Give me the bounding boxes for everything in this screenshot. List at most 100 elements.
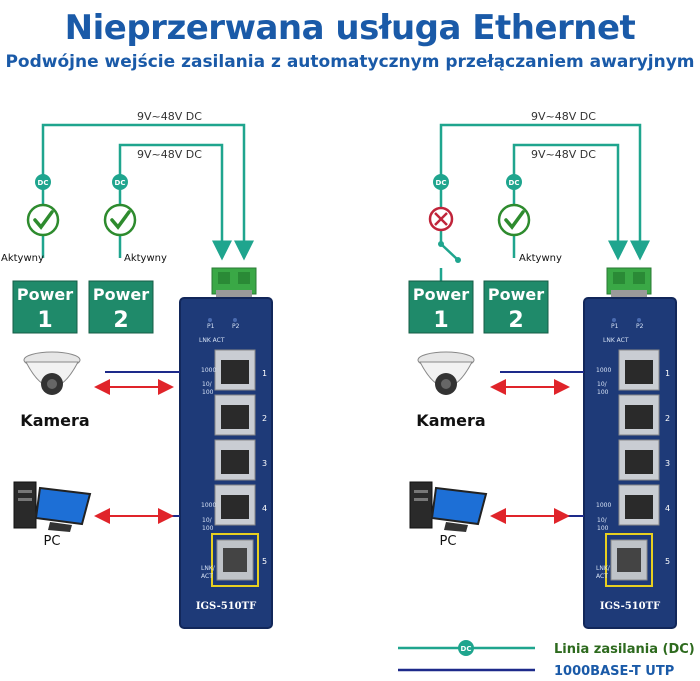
- svg-text:10/: 10/: [202, 517, 213, 524]
- svg-text:DC: DC: [436, 179, 447, 187]
- svg-text:DC: DC: [115, 179, 126, 187]
- svg-text:3: 3: [665, 459, 670, 468]
- svg-text:ACT: ACT: [201, 573, 213, 580]
- check-icon: [497, 203, 531, 237]
- switch-model-label: IGS-510TF: [196, 601, 256, 612]
- svg-text:DC: DC: [509, 179, 520, 187]
- svg-text:LNK ACT: LNK ACT: [199, 337, 225, 344]
- status-active-label: Aktywny: [1, 253, 44, 264]
- svg-text:1: 1: [665, 369, 670, 378]
- pc-icon: [13, 481, 92, 532]
- svg-text:100: 100: [202, 525, 214, 532]
- svg-text:1000: 1000: [596, 367, 611, 374]
- rj45-port-1: 1 1000: [201, 349, 267, 391]
- rj45-port-2: 2 10/ 100: [597, 381, 670, 436]
- svg-text:P2: P2: [232, 323, 240, 330]
- svg-text:P2: P2: [636, 323, 644, 330]
- dc-tag-icon: DC: [458, 640, 474, 656]
- svg-text:ACT: ACT: [596, 573, 608, 580]
- check-icon: [103, 203, 137, 237]
- switch-model-label: IGS-510TF: [600, 601, 660, 612]
- sfp-port-5: 5 LNK/ ACT: [201, 533, 267, 587]
- svg-text:4: 4: [262, 504, 267, 513]
- pc-label: PC: [44, 534, 61, 549]
- svg-text:LNK ACT: LNK ACT: [603, 337, 629, 344]
- rj45-port-1: 1 1000: [596, 349, 670, 391]
- svg-text:P1: P1: [611, 323, 619, 330]
- pc-icon: [409, 481, 488, 532]
- rj45-port-3: 3: [618, 439, 670, 481]
- page-title: Nieprzerwana usługa Ethernet: [64, 8, 636, 48]
- camera-label: Kamera: [20, 411, 89, 430]
- voltage-label-2: 9V~48V DC: [137, 148, 202, 161]
- power-line-2: [512, 143, 628, 261]
- check-icon: [26, 203, 60, 237]
- power-supply-2: Power 2: [483, 280, 549, 334]
- switch-device: P1 P2 LNK ACT 1 1000 2 10/ 100: [179, 297, 273, 629]
- svg-text:Power: Power: [17, 285, 73, 304]
- svg-text:100: 100: [202, 389, 214, 396]
- svg-text:1: 1: [262, 369, 267, 378]
- power-supply-1: Power 1: [408, 280, 474, 334]
- legend: DC Linia zasilania (DC) 1000BASE-T UTP: [398, 640, 695, 679]
- svg-text:1: 1: [433, 308, 448, 333]
- power-supply-1: Power 1: [12, 280, 78, 334]
- pc-label: PC: [440, 534, 457, 549]
- power-terminal-block: [606, 267, 652, 298]
- svg-text:10/: 10/: [597, 517, 608, 524]
- svg-text:P1: P1: [207, 323, 215, 330]
- svg-text:1000: 1000: [201, 367, 216, 374]
- scenario-dual-power-active: 9V~48V DC 9V~48V DC DC DC Aktywny Aktywn…: [1, 110, 273, 629]
- power-terminal-block: [211, 267, 257, 298]
- power-switch-open: [440, 243, 459, 261]
- svg-text:1000: 1000: [201, 502, 216, 509]
- fail-x-icon: [428, 206, 454, 232]
- voltage-label-2: 9V~48V DC: [531, 148, 596, 161]
- svg-text:Power: Power: [93, 285, 149, 304]
- camera-icon: [417, 351, 475, 395]
- dc-tag-icon: DC: [112, 174, 128, 190]
- sfp-port-5: 5 LNK/ ACT: [596, 533, 670, 587]
- page-subtitle: Podwójne wejście zasilania z automatyczn…: [5, 52, 695, 72]
- svg-text:DC: DC: [461, 645, 472, 653]
- svg-text:3: 3: [262, 459, 267, 468]
- rj45-port-2: 2 10/ 100: [202, 381, 267, 436]
- svg-text:5: 5: [262, 557, 267, 566]
- dc-tag-icon: DC: [506, 174, 522, 190]
- switch-device: P1 P2 LNK ACT 1 1000 2 10/ 100 3: [583, 297, 677, 629]
- power-line-2: [118, 143, 232, 261]
- svg-text:10/: 10/: [202, 381, 213, 388]
- svg-text:100: 100: [597, 389, 609, 396]
- svg-text:DC: DC: [38, 179, 49, 187]
- svg-text:1000: 1000: [596, 502, 611, 509]
- svg-text:Power: Power: [488, 285, 544, 304]
- svg-text:2: 2: [262, 414, 267, 423]
- rj45-port-3: 3: [214, 439, 267, 481]
- dc-tag-icon: DC: [35, 174, 51, 190]
- svg-text:2: 2: [113, 308, 128, 333]
- svg-text:2: 2: [665, 414, 670, 423]
- status-active-label: Aktywny: [519, 253, 562, 264]
- voltage-label-1: 9V~48V DC: [531, 110, 596, 123]
- power-line-1: [41, 123, 254, 261]
- scenario-power1-failed: 9V~48V DC 9V~48V DC DC DC Aktywny Power …: [408, 110, 677, 629]
- svg-text:Power: Power: [413, 285, 469, 304]
- svg-text:10/: 10/: [597, 381, 608, 388]
- svg-text:1: 1: [37, 308, 52, 333]
- legend-power-label: Linia zasilania (DC): [554, 642, 695, 657]
- power-supply-2: Power 2: [88, 280, 154, 334]
- svg-text:LNK/: LNK/: [596, 565, 611, 572]
- camera-icon: [23, 351, 81, 395]
- legend-utp-label: 1000BASE-T UTP: [554, 664, 674, 679]
- svg-text:4: 4: [665, 504, 670, 513]
- svg-text:2: 2: [508, 308, 523, 333]
- voltage-label-1: 9V~48V DC: [137, 110, 202, 123]
- svg-text:100: 100: [597, 525, 609, 532]
- svg-text:5: 5: [665, 557, 670, 566]
- rj45-port-4: 4 1000 10/ 100: [201, 484, 267, 532]
- status-active-label: Aktywny: [124, 253, 167, 264]
- svg-text:LNK/: LNK/: [201, 565, 216, 572]
- rj45-port-4: 4 1000 10/ 100: [596, 484, 670, 532]
- dc-tag-icon: DC: [433, 174, 449, 190]
